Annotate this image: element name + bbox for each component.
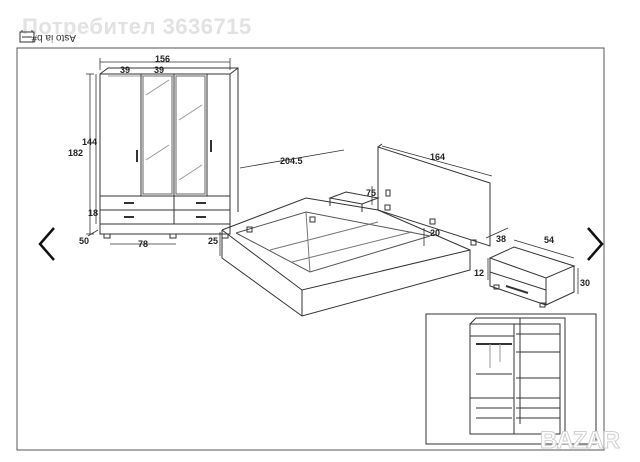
- wardrobe-height-drawer: 18: [88, 208, 98, 218]
- wardrobe-base-width: 78: [138, 239, 148, 249]
- nightstand-width: 54: [544, 235, 554, 245]
- bed-width: 164: [430, 152, 445, 162]
- header-label: Asto ia b#: [31, 32, 76, 43]
- nightstand-back: [328, 191, 380, 212]
- bed-length: 204.5: [280, 156, 303, 166]
- nightstand-dimensions: [485, 227, 579, 294]
- brand-logo: BAZAR: [540, 427, 622, 455]
- header-icon: [19, 30, 35, 43]
- wardrobe-door-width-left: 39: [120, 65, 130, 75]
- nightstand-depth: 38: [496, 234, 506, 244]
- bed-dimensions: [219, 145, 493, 280]
- bed-rail-height: 20: [430, 228, 440, 238]
- nightstand-height: 30: [580, 278, 590, 288]
- nightstand: [488, 246, 576, 308]
- chevron-right-icon: [587, 227, 604, 261]
- chevron-left-icon: [38, 227, 55, 261]
- bed-leg-height: 12: [474, 268, 484, 278]
- wardrobe-door-width-right: 39: [154, 65, 164, 75]
- drawing-frame: [16, 47, 605, 451]
- watermark-text: Потребител 3636715: [22, 14, 252, 39]
- bed: [221, 143, 491, 317]
- wardrobe-dimensions: [86, 58, 231, 245]
- wardrobe-interior-inset: [425, 313, 597, 445]
- previous-image-button[interactable]: [32, 224, 64, 264]
- bed-frame-height: 25: [208, 236, 218, 246]
- bed-headboard-height: 75: [366, 188, 376, 198]
- wardrobe-depth: 50: [79, 236, 89, 246]
- wardrobe-height-total: 182: [68, 148, 83, 158]
- wardrobe-height-upper: 144: [82, 137, 97, 147]
- wardrobe: [99, 67, 239, 239]
- next-image-button[interactable]: [578, 224, 610, 264]
- wardrobe-width-total: 156: [155, 54, 170, 64]
- svg-text:BAZAR: BAZAR: [540, 427, 620, 454]
